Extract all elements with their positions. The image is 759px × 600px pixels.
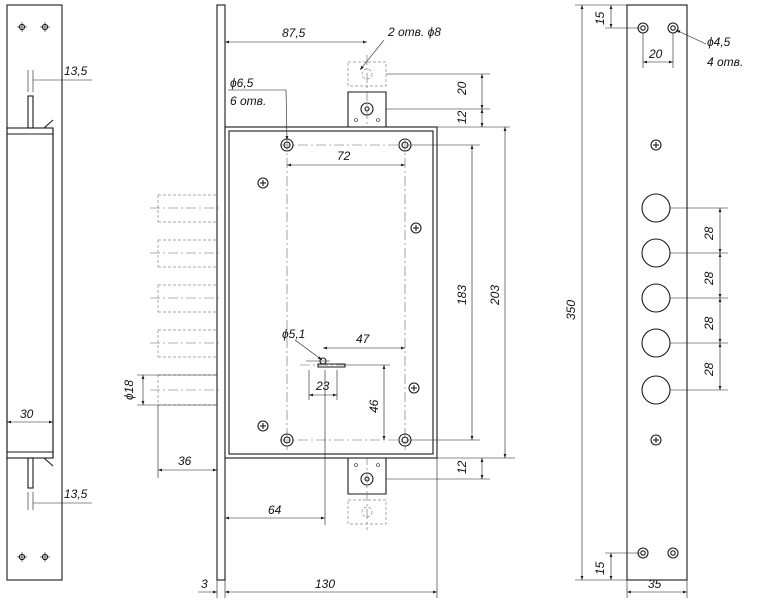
dim-phi-18: ϕ18	[122, 380, 136, 400]
right-dim-350: 350	[564, 300, 578, 320]
right-dim-15-bottom: 15	[593, 561, 607, 575]
dim-183: 183	[455, 285, 469, 305]
dim-130: 130	[315, 577, 335, 591]
left-faceplate-holes	[17, 22, 50, 562]
right-dim-4-holes: 4 отв.	[707, 55, 743, 69]
right-dim-phi-4-5: ϕ4,5	[707, 35, 731, 49]
dim-47: 47	[356, 332, 371, 346]
left-faceplate-outline	[6, 4, 63, 581]
right-dim-28-b: 28	[702, 271, 716, 286]
right-dim-28-a: 28	[702, 226, 716, 241]
right-faceplate-view: 15 20 ϕ4,5 4 отв. 350 28 28 28 28 15 35	[564, 4, 743, 598]
front-dimension-lines	[137, 39, 515, 598]
left-dimensions	[6, 70, 92, 510]
right-faceplate-outline	[626, 4, 688, 581]
dim-46: 46	[367, 399, 381, 413]
left-dim-13-5-bottom: 13,5	[64, 487, 88, 501]
right-dim-28-c: 28	[702, 316, 716, 331]
dim-203: 203	[488, 285, 502, 306]
front-centerlines	[280, 140, 412, 450]
dim-87-5: 87,5	[282, 26, 306, 40]
left-dim-30: 30	[20, 407, 34, 421]
front-keyway	[306, 357, 346, 368]
dim-12-top: 12	[455, 110, 469, 124]
front-bolts	[150, 194, 222, 406]
right-dim-20: 20	[648, 47, 663, 61]
dim-phi-5-1: ϕ5,1	[282, 327, 305, 341]
dim-20-top: 20	[455, 81, 469, 96]
right-dim-28-d: 28	[702, 362, 716, 377]
front-top-bracket	[347, 55, 387, 130]
dim-64: 64	[268, 503, 282, 517]
dim-23: 23	[315, 379, 330, 393]
front-screws	[257, 177, 422, 432]
left-body-profile	[6, 95, 54, 489]
dim-3: 3	[201, 577, 208, 591]
dim-2-holes-8: 2 отв. ϕ8	[387, 25, 441, 39]
front-view: 87,5 2 отв. ϕ8 ϕ6,5 6 отв. 20 12 72 183 …	[122, 4, 515, 598]
right-dim-35: 35	[648, 577, 662, 591]
dim-6-holes: 6 отв.	[230, 94, 266, 108]
dim-72: 72	[337, 149, 351, 163]
front-bottom-bracket	[347, 455, 387, 530]
dim-12-bottom: 12	[455, 460, 469, 474]
right-dim-15-top: 15	[593, 11, 607, 25]
dim-phi-6-5: ϕ6,5	[230, 76, 254, 90]
left-dim-13-5-top: 13,5	[64, 64, 88, 78]
dim-36: 36	[178, 454, 192, 468]
left-side-view: 13,5 30 13,5	[6, 4, 92, 581]
front-faceplate-edge	[216, 4, 226, 581]
right-faceplate-screws	[650, 139, 662, 446]
front-lock-body	[224, 126, 438, 459]
right-dimension-lines	[575, 4, 728, 598]
